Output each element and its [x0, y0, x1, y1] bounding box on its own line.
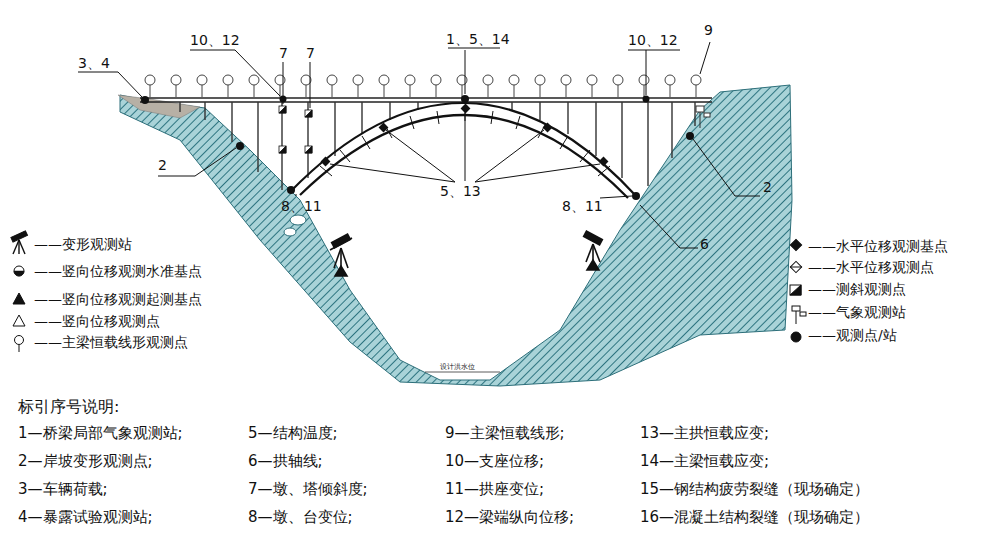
notes-item: 11—拱座变位; — [445, 481, 544, 498]
legend-text: ——测斜观测点 — [808, 281, 906, 297]
legend-text: ——观测点/站 — [808, 327, 897, 343]
callout-number: 10、12 — [190, 32, 240, 48]
notes-item: 15—钢结构疲劳裂缝（现场确定） — [640, 481, 869, 498]
callout-number: 8、11 — [281, 198, 322, 214]
callout-number: 1、5、14 — [446, 31, 510, 47]
callout-number: 7 — [279, 45, 288, 61]
notes-item: 9—主梁恒载线形; — [445, 425, 565, 442]
notes-item: 5—结构温度; — [248, 425, 338, 442]
callout-number: 8、11 — [562, 198, 603, 214]
notes-item: 14—主梁恒载应变; — [640, 453, 769, 470]
legend-text: ——竖向位移观测起测基点 — [34, 291, 202, 307]
notes-item: 3—车辆荷载; — [18, 481, 108, 498]
callout-number: 10、12 — [628, 32, 678, 48]
notes-item: 4—暴露试验观测站; — [18, 509, 153, 526]
callout-number: 6 — [700, 236, 709, 252]
notes-item: 16—混凝土结构裂缝（现场确定） — [640, 509, 869, 526]
notes-item: 8—墩、台变位; — [248, 509, 353, 526]
legend-text: ——水平位移观测点 — [808, 259, 934, 275]
callout-number: 9 — [704, 22, 713, 38]
notes-item: 7—墩、塔倾斜度; — [248, 481, 368, 498]
callout-number: 5、13 — [440, 183, 481, 199]
notes-item: 1—桥梁局部气象观测站; — [18, 425, 183, 442]
callout-number: 7 — [306, 45, 315, 61]
callout-number: 2 — [763, 179, 772, 195]
notes-heading: 标引序号说明: — [18, 398, 119, 416]
callout-number: 设计洪水位 — [440, 363, 475, 371]
notes-item: 6—拱轴线; — [248, 453, 323, 470]
legend-text: ——竖向位移观测点 — [34, 313, 160, 329]
callout-number: 3、4 — [78, 55, 110, 71]
notes-item: 12—梁端纵向位移; — [445, 509, 574, 526]
legend-text: ——水平位移观测基点 — [808, 238, 948, 254]
callout-number: 2 — [158, 157, 167, 173]
notes-item: 13—主拱恒载应变; — [640, 425, 769, 442]
legend-text: ——变形观测站 — [34, 236, 132, 252]
notes-item: 2—岸坡变形观测点; — [18, 453, 153, 470]
legend-text: ——主梁恒载线形观测点 — [34, 334, 188, 350]
legend-text: ——竖向位移观测水准基点 — [34, 263, 202, 279]
notes-item: 10—支座位移; — [445, 453, 544, 470]
legend-text: ——气象观测站 — [808, 304, 906, 320]
